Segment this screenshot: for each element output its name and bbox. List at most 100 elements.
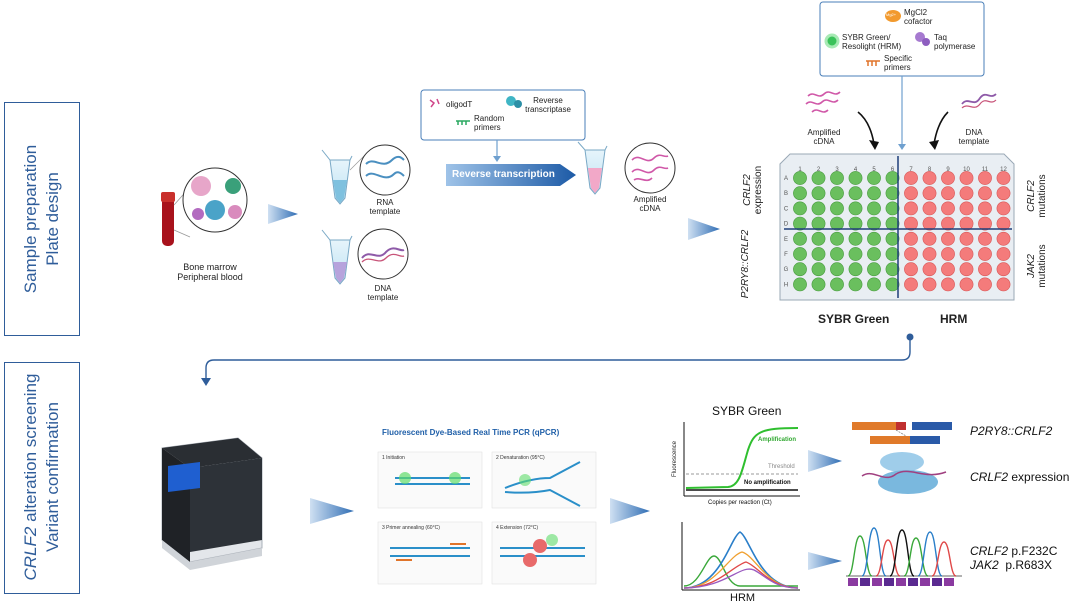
plate-col-label: 12 (1000, 167, 1007, 173)
plate-well (793, 262, 807, 277)
rt-legend-box (420, 89, 586, 141)
plate-well (996, 186, 1011, 201)
mg-label: MgCl2 cofactor (904, 8, 952, 26)
result-fusion: P2RY8::CRLF2 (970, 424, 1052, 438)
cdna-zoom-icon (624, 142, 676, 194)
plate-right-bottom-label: JAK2 mutations (1026, 238, 1050, 294)
plate-well (904, 231, 918, 246)
hrm-curve-red (683, 561, 799, 589)
plate-col-label: 4 (854, 167, 858, 173)
cdna-tube-icon (577, 141, 608, 195)
plate-well (793, 277, 807, 292)
plate-well (996, 171, 1011, 185)
dna-line1: DNA (374, 284, 392, 293)
plate-well (904, 262, 918, 277)
cdna-input-arrow (857, 111, 875, 145)
plate-left-top-label: CRLF2 expression (742, 160, 766, 220)
plate-well (848, 201, 863, 216)
threshold-label: Threshold (768, 464, 795, 470)
plate-well (830, 231, 844, 246)
plate-col-label: 2 (817, 167, 821, 173)
plate-row-label: E (784, 237, 788, 243)
plate-cdna-line2: cDNA (813, 137, 835, 146)
qpcr-step-4: 4 Extension (72°C) (496, 525, 539, 531)
plate-well (978, 186, 992, 201)
plate-well (811, 186, 826, 201)
dna-template-label: DNA template (360, 284, 406, 302)
plate-col-label: 1 (798, 167, 802, 173)
plate-well (922, 201, 937, 216)
specific-primers-icon (866, 60, 880, 66)
rt-enzyme-line2: transcriptase (525, 105, 571, 114)
arrow-step-4 (610, 498, 650, 524)
sybr-line2: Resolight (HRM) (842, 42, 902, 51)
dna-line2: template (367, 293, 399, 302)
plate-well (885, 262, 900, 277)
plate-row-label: D (784, 222, 789, 228)
rna-zoom-icon (359, 144, 411, 196)
result-mutation-2: JAK2 p.R683X (970, 558, 1052, 572)
plate-well (848, 262, 863, 277)
plate-well (959, 231, 974, 246)
specific-primers-line2: primers (884, 63, 911, 72)
plate-left-bottom-fusion: P2RY8::CRLF2 (740, 229, 751, 299)
plate-left-top-gene: CRLF2 (742, 174, 753, 206)
plate-right-top-label: CRLF2 mutations (1026, 168, 1050, 224)
rna-tube-icon (321, 149, 353, 205)
plate-well (941, 186, 955, 201)
oligo-label: oligodT (446, 100, 473, 109)
zoom-line-2 (173, 229, 191, 238)
rt-arrow-label: Reverse transcription (452, 169, 555, 180)
plate-row-label: H (784, 282, 788, 288)
rna-template-label: RNA template (362, 198, 408, 216)
plate-well (830, 186, 844, 201)
plate-well (941, 277, 955, 292)
plate-well (885, 247, 900, 261)
result-expression: CRLF2 expression (970, 470, 1069, 484)
plate-col-label: 10 (963, 167, 970, 173)
plate-to-screening-connector (205, 340, 911, 380)
random-primers-icon (456, 120, 470, 125)
plate-well (793, 231, 807, 246)
plate-well (941, 231, 955, 246)
plate-well (922, 231, 937, 246)
plate-well (830, 277, 844, 292)
plate-col-label: 7 (909, 167, 913, 173)
amplified-cdna-strands-icon (805, 91, 841, 113)
plate-well (848, 231, 863, 246)
plate-dna-line2: template (958, 137, 990, 146)
plate-well (996, 231, 1011, 246)
result-mutation-1: CRLF2 p.F232C (970, 544, 1057, 558)
plate-cdna-label: Amplified cDNA (798, 128, 850, 146)
rt-primers-line1: Random (474, 114, 505, 123)
plate-well (996, 247, 1011, 261)
plate-row-label: B (784, 191, 788, 197)
plate-well (904, 216, 918, 231)
plate-well (811, 277, 826, 292)
specific-primers-label: Specific primers (884, 54, 928, 72)
result-mutation-2-text: p.R683X (998, 558, 1053, 572)
plate-well (867, 171, 881, 185)
qpcr-step-2: 2 Denaturation (95°C) (496, 455, 545, 461)
top-panel-box (4, 102, 80, 336)
sybr-chart-xlabel: Copies per reaction (Ct) (708, 500, 772, 506)
plate-well (978, 277, 992, 292)
plate-cdna-line1: Amplified (807, 128, 841, 137)
plate-well (811, 171, 826, 185)
hrm-curve-blue (683, 531, 799, 589)
plate-well (959, 201, 974, 216)
taq-label: Taq polymerase (934, 33, 982, 51)
plate-col-label: 8 (928, 167, 932, 173)
plate-well (978, 247, 992, 261)
amplification-label: Amplification (758, 437, 797, 443)
plate-right-bottom-gene: JAK2 (1026, 254, 1037, 278)
plate-well (811, 201, 826, 216)
plate-well (959, 171, 974, 185)
plate-row-label: G (784, 267, 789, 273)
plate-well (830, 216, 844, 231)
rt-primers-label: Random primers (474, 114, 514, 132)
dna-strands-icon (961, 93, 997, 109)
plate-well (922, 262, 937, 277)
